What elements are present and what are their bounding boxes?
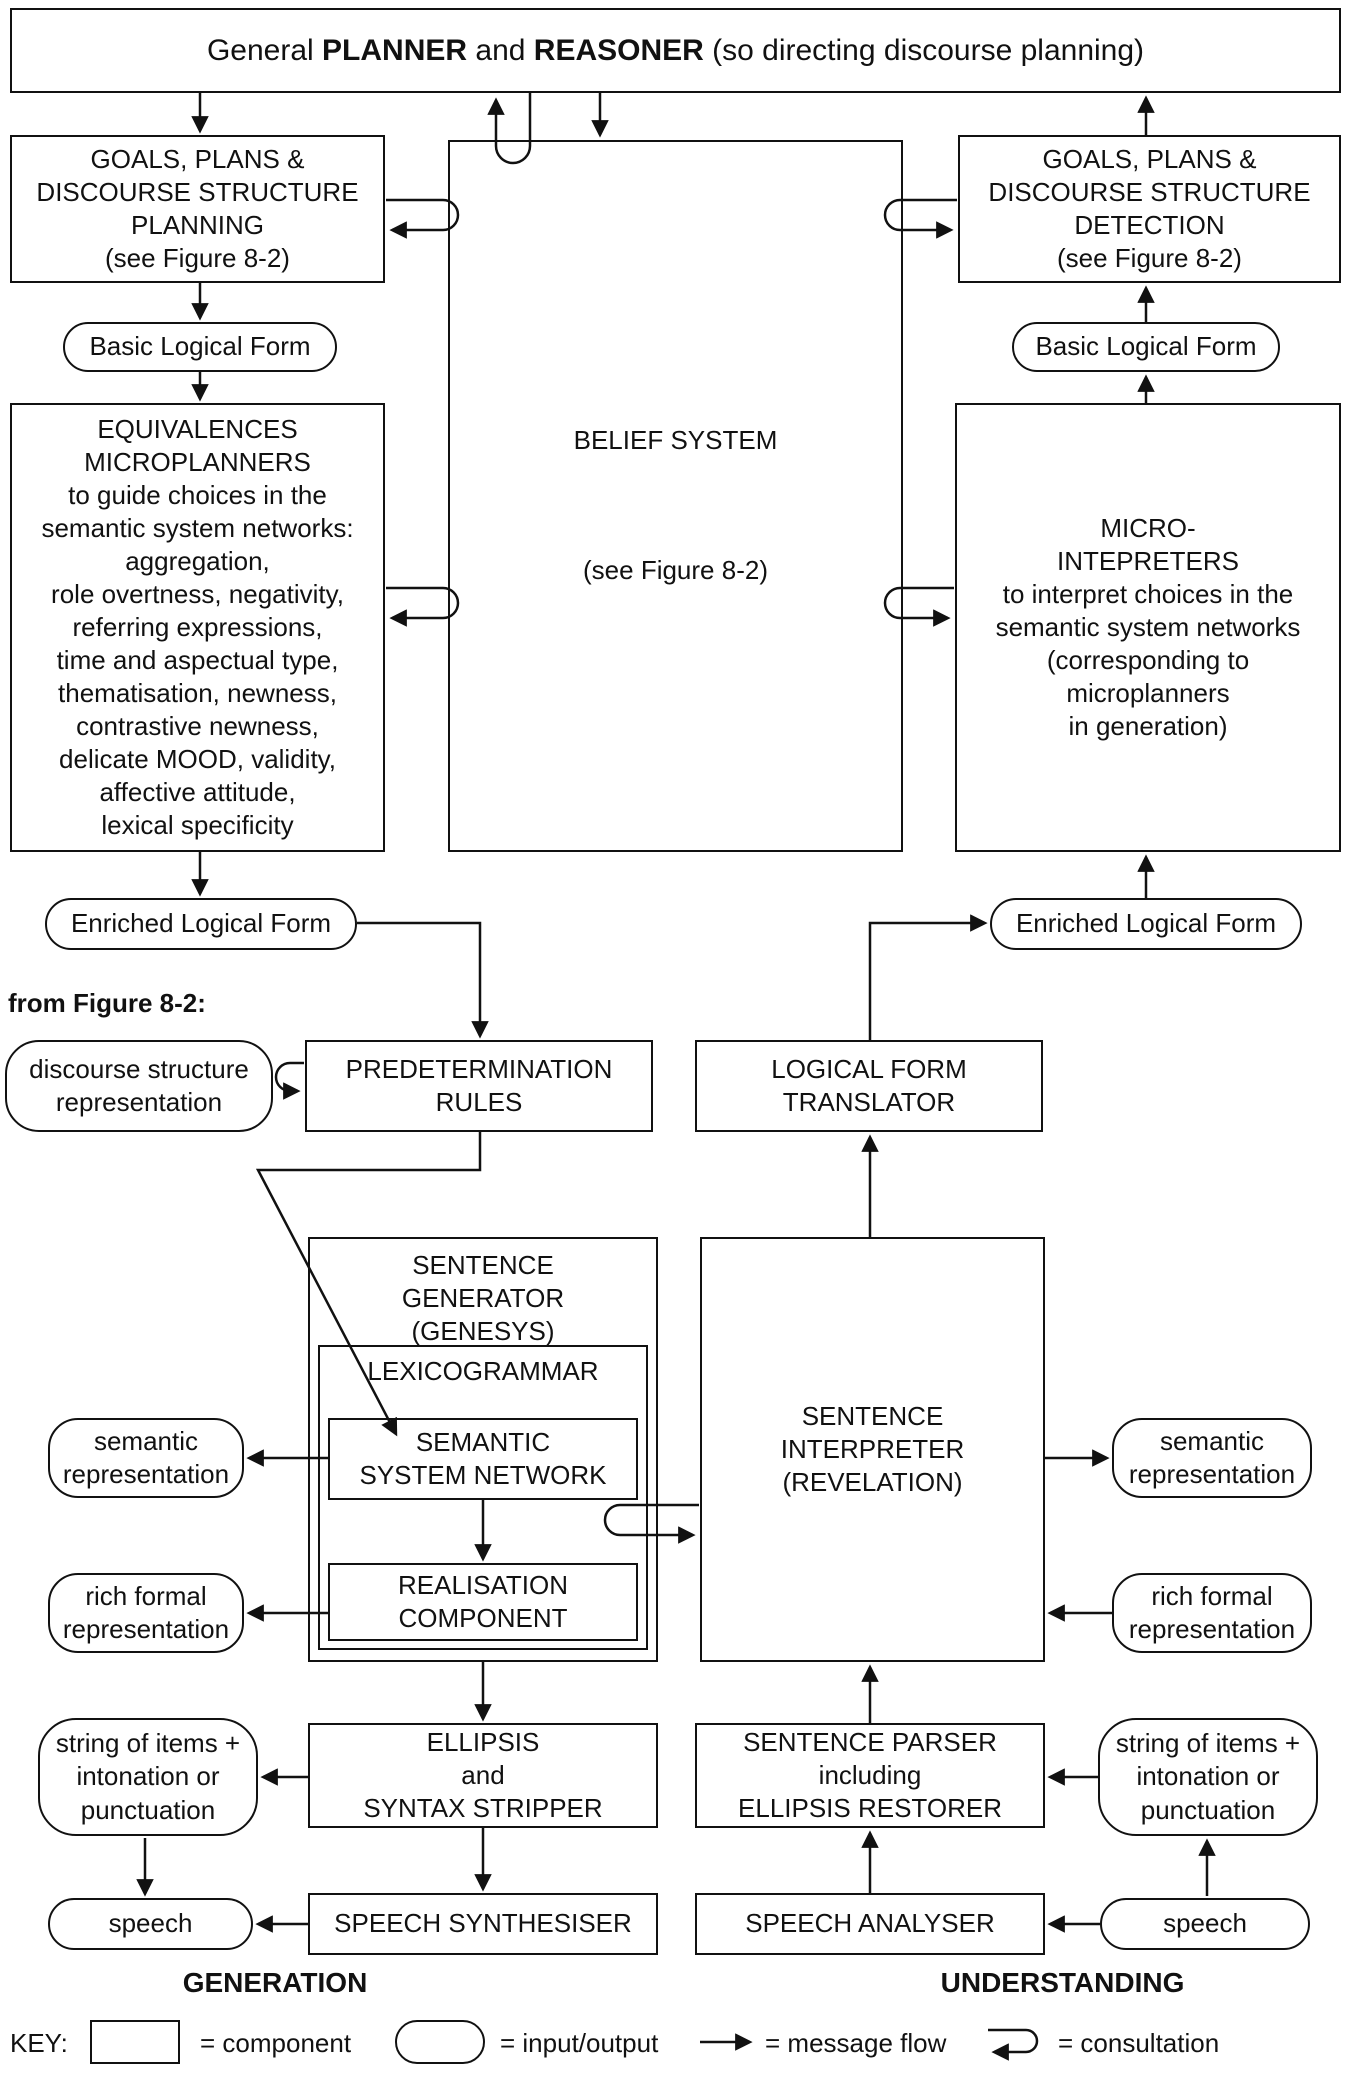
ellipsis-syntax-stripper-box: ELLIPSIS and SYNTAX STRIPPER <box>308 1723 658 1828</box>
key-input-output-swatch <box>395 2020 485 2064</box>
sentence-parser-box: SENTENCE PARSER including ELLIPSIS RESTO… <box>695 1723 1045 1828</box>
logical-form-translator-label: LOGICAL FORM TRANSLATOR <box>771 1053 967 1117</box>
equivalences-microplanners-box: EQUIVALENCES MICROPLANNERS to guide choi… <box>10 403 385 852</box>
speech-right-label: speech <box>1163 1908 1247 1939</box>
key-message-flow-label: = message flow <box>765 2028 947 2058</box>
title-part-reasoner: REASONER <box>533 33 704 67</box>
ellipsis-syntax-stripper-label: ELLIPSIS and SYNTAX STRIPPER <box>363 1726 603 1823</box>
enriched-logical-form-left-label: Enriched Logical Form <box>70 908 332 939</box>
discourse-structure-label: discourse structure representation <box>29 1053 249 1117</box>
sentence-interpreter-box: SENTENCE INTERPRETER (REVELATION) <box>700 1237 1045 1662</box>
rich-formal-representation-right-oval: rich formal representation <box>1112 1573 1312 1653</box>
speech-synthesiser-label: SPEECH SYNTHESISER <box>334 1908 632 1939</box>
planner-reasoner-box: General PLANNER and REASONER (so directi… <box>10 8 1341 93</box>
enriched-logical-form-right-oval: Enriched Logical Form <box>990 898 1302 950</box>
key-input-output-label: = input/output <box>500 2028 659 2058</box>
goals-planning-box: GOALS, PLANS & DISCOURSE STRUCTURE PLANN… <box>10 135 385 283</box>
flow-translator-to-enriched-lf <box>868 914 988 1040</box>
goals-detection-box: GOALS, PLANS & DISCOURSE STRUCTURE DETEC… <box>958 135 1341 283</box>
key-component-swatch <box>90 2020 180 2064</box>
sentence-parser-label: SENTENCE PARSER including ELLIPSIS RESTO… <box>738 1726 1002 1823</box>
planner-title: General PLANNER and REASONER (so directi… <box>207 34 1144 68</box>
string-of-items-right-label: string of items + intonation or punctuat… <box>1115 1728 1301 1825</box>
semantic-representation-left-label: semantic representation <box>62 1425 230 1489</box>
basic-logical-form-right-label: Basic Logical Form <box>1035 331 1257 362</box>
speech-left-label: speech <box>108 1908 193 1939</box>
enriched-logical-form-left-oval: Enriched Logical Form <box>45 898 357 950</box>
key-consultation-label: = consultation <box>1058 2028 1220 2058</box>
predetermination-rules-label: PREDETERMINATION RULES <box>345 1053 613 1117</box>
consult-predetermination-discourse <box>274 1061 304 1100</box>
rich-formal-representation-left-oval: rich formal representation <box>48 1573 244 1653</box>
rich-formal-representation-left-label: rich formal representation <box>62 1580 230 1644</box>
speech-left-oval: speech <box>48 1898 253 1950</box>
title-part: (so directing discourse planning) <box>703 33 1145 67</box>
sentence-interpreter-label: SENTENCE INTERPRETER (REVELATION) <box>780 1400 965 1497</box>
generation-label: GENERATION <box>182 1967 368 1998</box>
speech-analyser-box: SPEECH ANALYSER <box>695 1893 1045 1955</box>
key-consultation-glyph <box>988 2028 1039 2061</box>
title-part: and <box>467 33 534 67</box>
string-of-items-left-label: string of items + intonation or punctuat… <box>55 1728 241 1825</box>
basic-logical-form-left-label: Basic Logical Form <box>89 331 311 362</box>
understanding-label: UNDERSTANDING <box>940 1967 1185 1998</box>
semantic-representation-left-oval: semantic representation <box>48 1418 244 1498</box>
semantic-representation-right-oval: semantic representation <box>1112 1418 1312 1498</box>
title-part-planner: PLANNER <box>322 33 468 67</box>
goals-detection-label: GOALS, PLANS & DISCOURSE STRUCTURE DETEC… <box>988 143 1311 274</box>
lexicogrammar-label: LEXICOGRAMMAR <box>367 1356 599 1386</box>
realisation-component-label: REALISATION COMPONENT <box>397 1569 568 1633</box>
string-of-items-right-oval: string of items + intonation or punctuat… <box>1098 1718 1318 1836</box>
discourse-structure-oval: discourse structure representation <box>5 1040 273 1132</box>
speech-right-oval: speech <box>1100 1898 1310 1950</box>
basic-logical-form-left-oval: Basic Logical Form <box>63 322 337 372</box>
speech-synthesiser-box: SPEECH SYNTHESISER <box>308 1893 658 1955</box>
rich-formal-representation-right-label: rich formal representation <box>1128 1580 1296 1644</box>
speech-analyser-label: SPEECH ANALYSER <box>745 1908 995 1939</box>
sentence-generator-label: SENTENCE GENERATOR (GENESYS) <box>401 1250 565 1347</box>
logical-form-translator-box: LOGICAL FORM TRANSLATOR <box>695 1040 1043 1132</box>
belief-system-title: BELIEF SYSTEM <box>573 425 778 455</box>
belief-system-box: BELIEF SYSTEM (see Figure 8-2) <box>448 140 903 852</box>
equivalences-label: EQUIVALENCES MICROPLANNERS to guide choi… <box>41 413 354 841</box>
semantic-representation-right-label: semantic representation <box>1128 1425 1296 1489</box>
semantic-system-network-box: SEMANTIC SYSTEM NETWORK <box>328 1418 638 1500</box>
micro-interpreters-box: MICRO- INTEPRETERS to interpret choices … <box>955 403 1341 852</box>
from-figure-label: from Figure 8-2: <box>8 988 206 1018</box>
string-of-items-left-oval: string of items + intonation or punctuat… <box>38 1718 258 1836</box>
flow-enriched-lf-to-predetermination <box>357 921 489 1039</box>
semantic-system-network-label: SEMANTIC SYSTEM NETWORK <box>359 1426 607 1490</box>
key-component-label: = component <box>200 2028 352 2058</box>
realisation-component-box: REALISATION COMPONENT <box>328 1563 638 1641</box>
enriched-logical-form-right-label: Enriched Logical Form <box>1015 908 1277 939</box>
basic-logical-form-right-oval: Basic Logical Form <box>1012 322 1280 372</box>
predetermination-rules-box: PREDETERMINATION RULES <box>305 1040 653 1132</box>
belief-system-subtitle: (see Figure 8-2) <box>583 555 768 585</box>
goals-planning-label: GOALS, PLANS & DISCOURSE STRUCTURE PLANN… <box>36 143 359 274</box>
title-part: General <box>206 33 323 67</box>
key-label: KEY: <box>10 2028 68 2058</box>
micro-interpreters-label: MICRO- INTEPRETERS to interpret choices … <box>995 512 1301 742</box>
